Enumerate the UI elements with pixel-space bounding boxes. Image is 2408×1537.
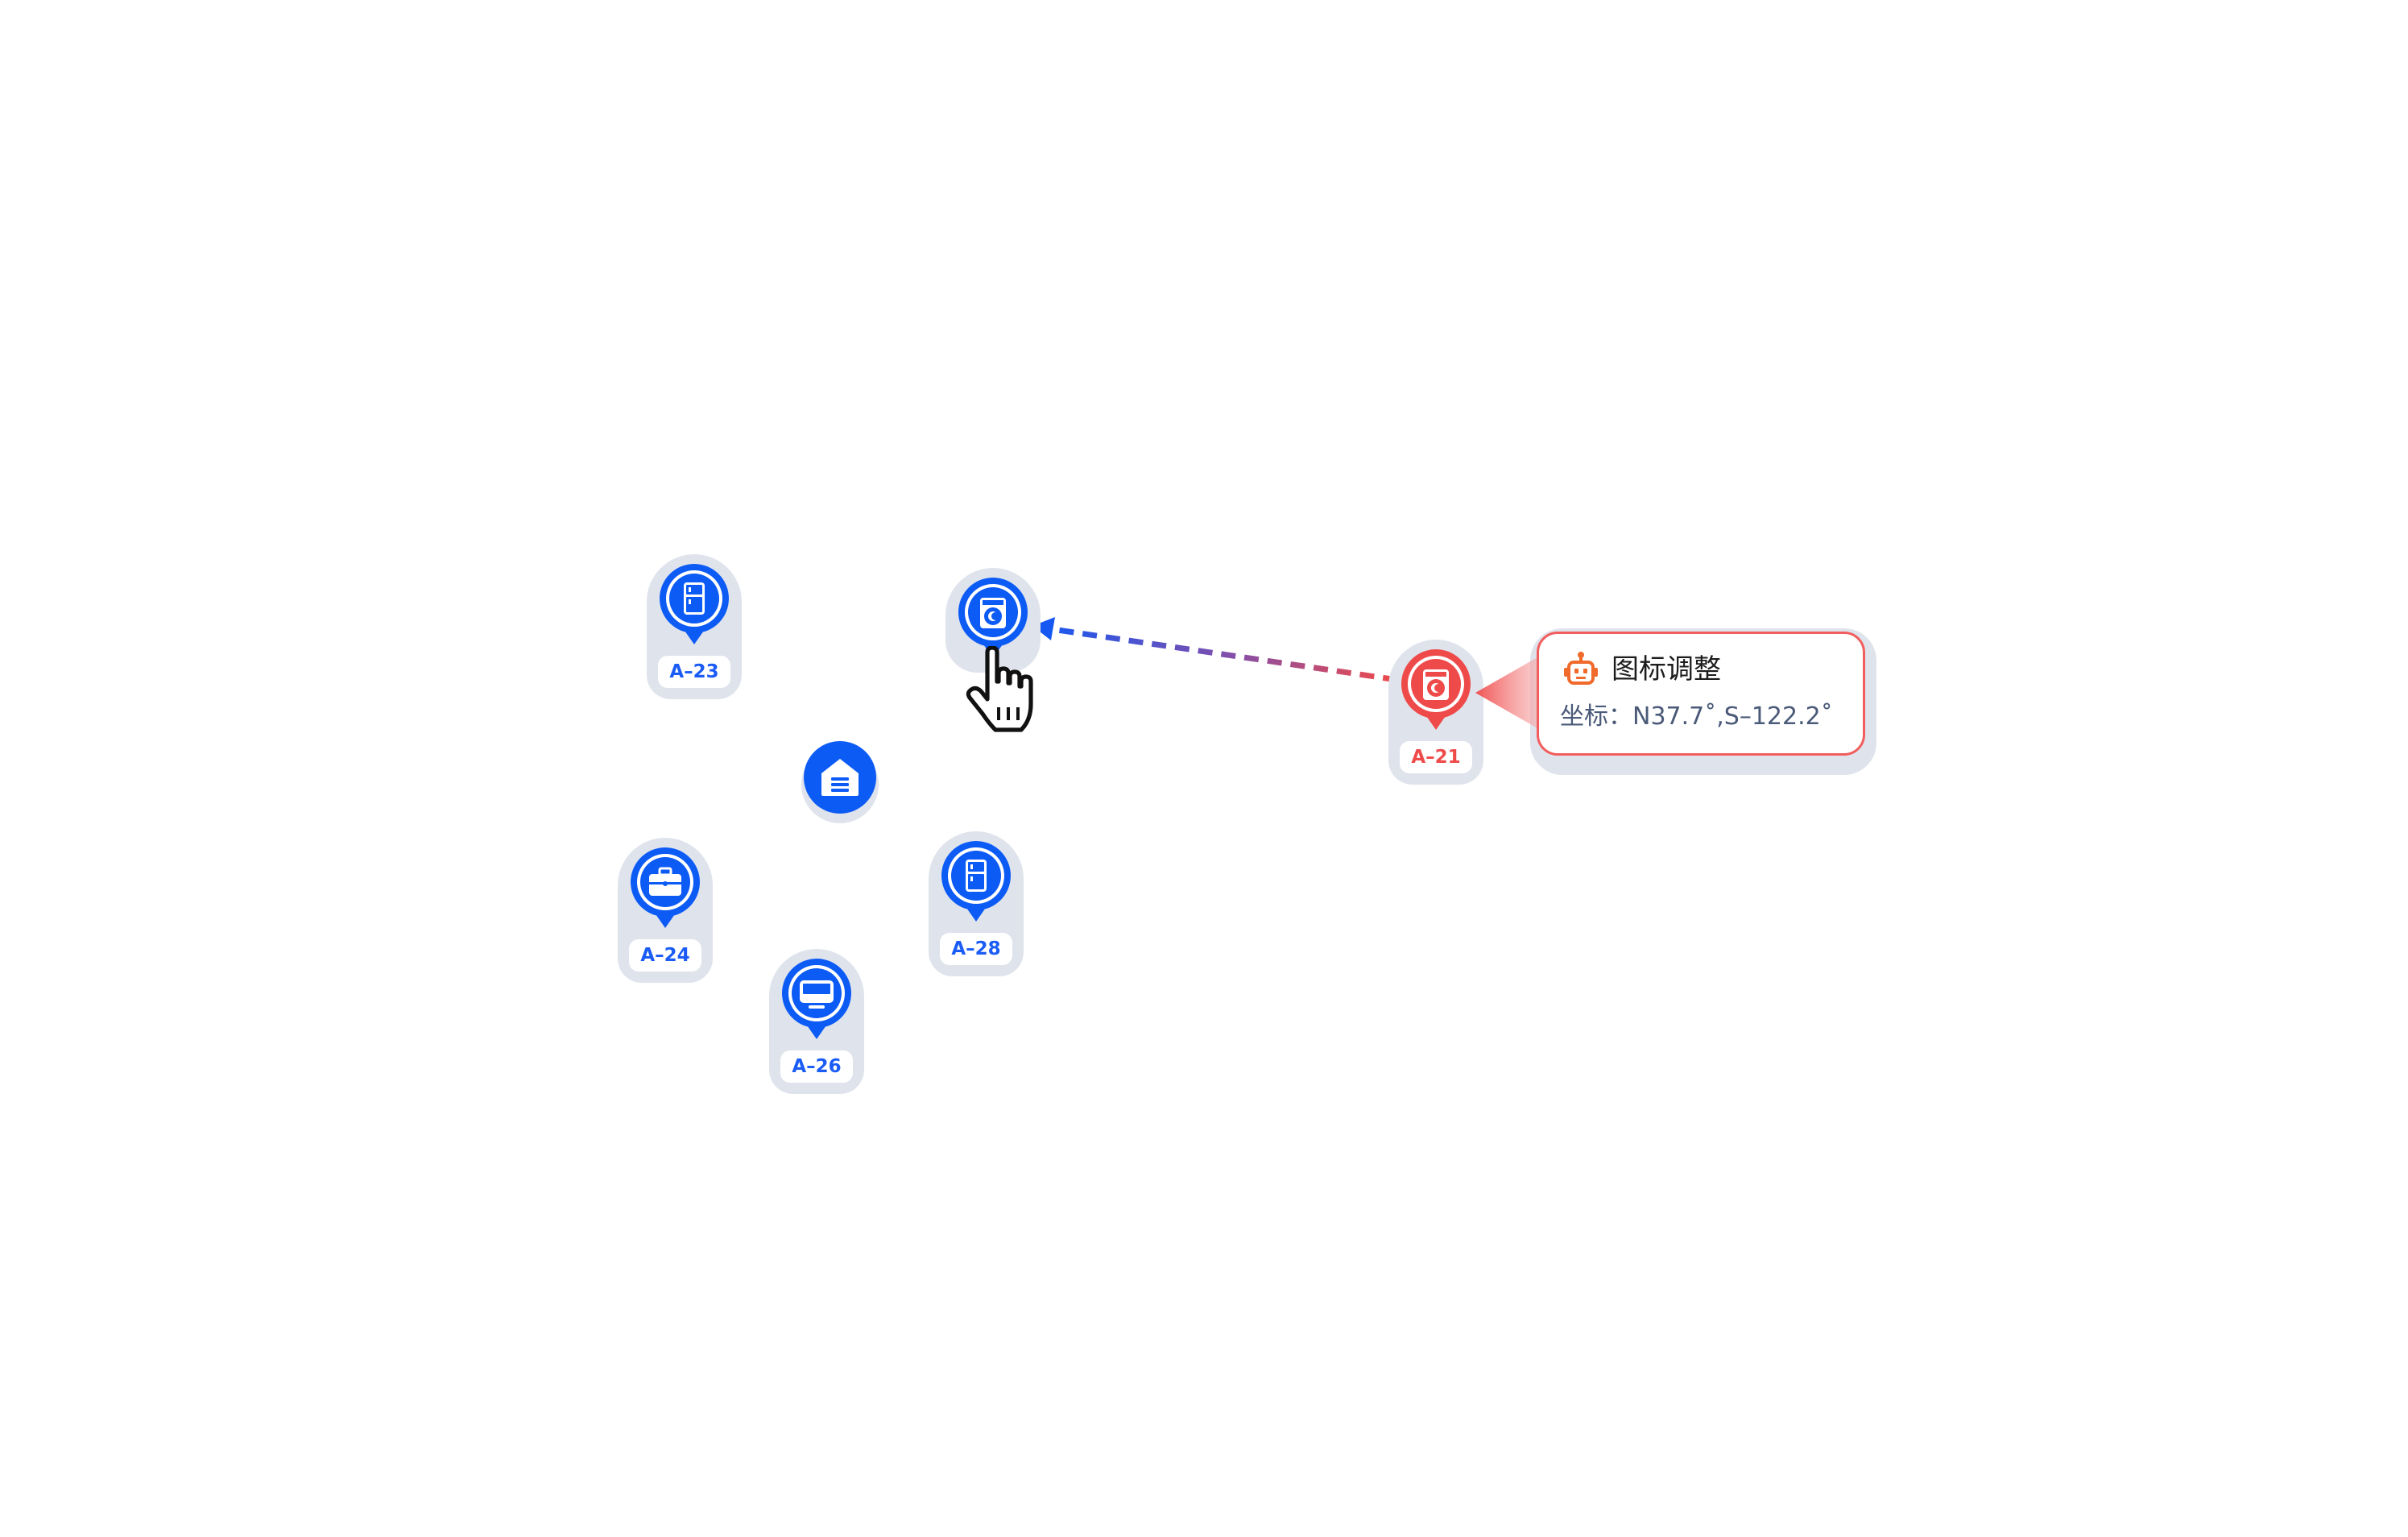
tooltip-pointer xyxy=(1475,654,1543,731)
marker-a24[interactable]: A–24 xyxy=(618,838,713,983)
marker-label: A–28 xyxy=(940,933,1012,965)
marker-label: A–23 xyxy=(658,656,730,688)
marker-a23[interactable]: A–23 xyxy=(647,554,742,699)
robot-icon xyxy=(1564,652,1598,685)
washing-machine-icon xyxy=(958,578,1028,658)
marker-washer-selected[interactable] xyxy=(945,568,1041,673)
tooltip-title: 图标调整 xyxy=(1612,653,1721,686)
hand-pointer-icon xyxy=(966,646,1033,732)
marker-a28[interactable]: A–28 xyxy=(929,831,1024,976)
fridge-icon xyxy=(660,564,729,644)
tv-icon xyxy=(782,959,851,1039)
marker-label: A–24 xyxy=(629,939,701,972)
tooltip-coordinates: 坐标：N37.7˚,S–122.2˚ xyxy=(1560,702,1833,731)
marker-label: A–26 xyxy=(780,1050,853,1083)
briefcase-icon xyxy=(631,847,700,928)
washing-machine-icon xyxy=(1401,649,1471,730)
tooltip-card: 图标调整 坐标：N37.7˚,S–122.2˚ xyxy=(1537,632,1865,756)
home-icon xyxy=(821,759,859,796)
marker-label: A–21 xyxy=(1400,741,1472,773)
marker-a21[interactable]: A–21 xyxy=(1388,640,1483,785)
fridge-icon xyxy=(941,841,1011,922)
home-marker[interactable] xyxy=(801,741,879,825)
marker-a26[interactable]: A–26 xyxy=(769,949,864,1094)
